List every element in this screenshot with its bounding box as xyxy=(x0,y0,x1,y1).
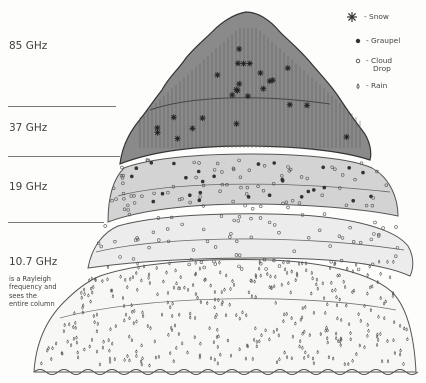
divider-19-10 xyxy=(8,222,104,223)
snowflake xyxy=(260,86,266,92)
graupel-dot xyxy=(212,175,216,179)
rayleigh-note-line-4: entire column xyxy=(9,300,99,308)
legend-graupel-label: - Graupel xyxy=(366,37,400,45)
snowflake xyxy=(229,92,235,98)
divider-85-37 xyxy=(8,106,116,107)
graupel-dot xyxy=(321,166,325,170)
rain-drop xyxy=(107,265,109,268)
cloud-drop xyxy=(395,226,398,229)
graupel-dot xyxy=(361,171,365,175)
cloud-drop xyxy=(287,206,290,209)
snow-layer xyxy=(120,12,371,164)
graupel-dot xyxy=(197,170,201,174)
rain-drop xyxy=(369,265,371,268)
legend-cloud-line-2: Drop xyxy=(366,65,392,73)
graupel-dot xyxy=(135,166,139,170)
snowflake xyxy=(236,46,242,52)
graupel-dot xyxy=(184,176,188,180)
snowflake xyxy=(287,102,293,108)
legend-rain-label: - Rain xyxy=(366,82,387,90)
graupel-dot xyxy=(351,199,355,203)
cloud-drop xyxy=(251,207,254,210)
rain-drop xyxy=(367,273,369,276)
label-10-7-ghz: 10.7 GHz xyxy=(9,256,57,268)
graupel-dot xyxy=(347,166,351,170)
legend-cloud-label: - Cloud Drop xyxy=(366,57,392,74)
graupel-legend-icon xyxy=(356,39,360,43)
snowflake xyxy=(245,93,251,99)
snowflake xyxy=(190,125,196,131)
rain-legend-icon xyxy=(357,84,359,88)
snowflake xyxy=(214,72,220,78)
graupel-dot xyxy=(300,195,304,199)
snowflake xyxy=(155,130,161,136)
snowflake xyxy=(285,65,291,71)
cloud-drop xyxy=(357,268,360,271)
graupel-dot xyxy=(257,162,261,166)
snowflake xyxy=(235,60,241,66)
cloud-drop xyxy=(244,204,247,207)
cloud-drop xyxy=(259,205,262,208)
rayleigh-note-line-1: is a Rayleigh xyxy=(9,275,99,283)
graupel-dot xyxy=(272,161,276,165)
graupel-dot xyxy=(281,179,285,183)
rain-drop xyxy=(380,272,382,275)
graupel-dot xyxy=(268,193,272,197)
rain-drop xyxy=(389,276,391,279)
cloud-drop xyxy=(104,225,107,228)
snowflake xyxy=(247,61,253,67)
snowflake xyxy=(234,121,240,127)
rayleigh-note: is a Rayleigh frequency and sees the ent… xyxy=(9,275,99,309)
snowflake xyxy=(175,136,181,142)
graupel-dot xyxy=(198,199,202,203)
snowflake xyxy=(270,77,276,83)
snowflake xyxy=(241,61,247,67)
graupel-dot xyxy=(307,190,311,194)
graupel-dot xyxy=(172,162,176,166)
divider-37-19 xyxy=(8,156,120,157)
rain-drop xyxy=(355,263,357,266)
cloud-drop xyxy=(323,213,326,216)
snowflake xyxy=(171,114,177,120)
label-19-ghz: 19 GHz xyxy=(9,181,47,193)
label-85-ghz: 85 GHz xyxy=(9,40,47,52)
legend-snow-label: - Snow xyxy=(364,13,389,21)
graupel-dot xyxy=(150,161,154,165)
cloud-drop xyxy=(121,166,124,169)
cloud-drop xyxy=(374,221,377,224)
cloud-drop-legend-icon xyxy=(356,59,360,63)
snowflake xyxy=(344,134,350,140)
snowflake xyxy=(233,87,239,93)
label-37-ghz: 37 GHz xyxy=(9,122,47,134)
snowflake xyxy=(236,81,242,87)
graupel-dot xyxy=(247,195,251,199)
graupel-dot xyxy=(201,180,205,184)
snowflake xyxy=(200,115,206,121)
graupel-dot xyxy=(130,175,134,179)
rain-drop xyxy=(346,267,348,270)
graupel-dot xyxy=(152,200,156,204)
rayleigh-note-line-3: sees the xyxy=(9,292,99,300)
snowflake xyxy=(304,102,310,108)
rain-drop xyxy=(137,262,139,265)
graupel-dot xyxy=(312,188,316,192)
cloud-drop xyxy=(382,227,385,230)
rayleigh-note-line-2: frequency and xyxy=(9,283,99,291)
graupel-dot xyxy=(369,195,373,199)
snowflake xyxy=(257,70,263,76)
graupel-dot xyxy=(199,191,203,195)
graupel-dot xyxy=(161,192,165,196)
snow-legend-icon xyxy=(347,12,357,22)
graupel-dot xyxy=(323,186,327,190)
graupel-dot xyxy=(188,193,192,197)
